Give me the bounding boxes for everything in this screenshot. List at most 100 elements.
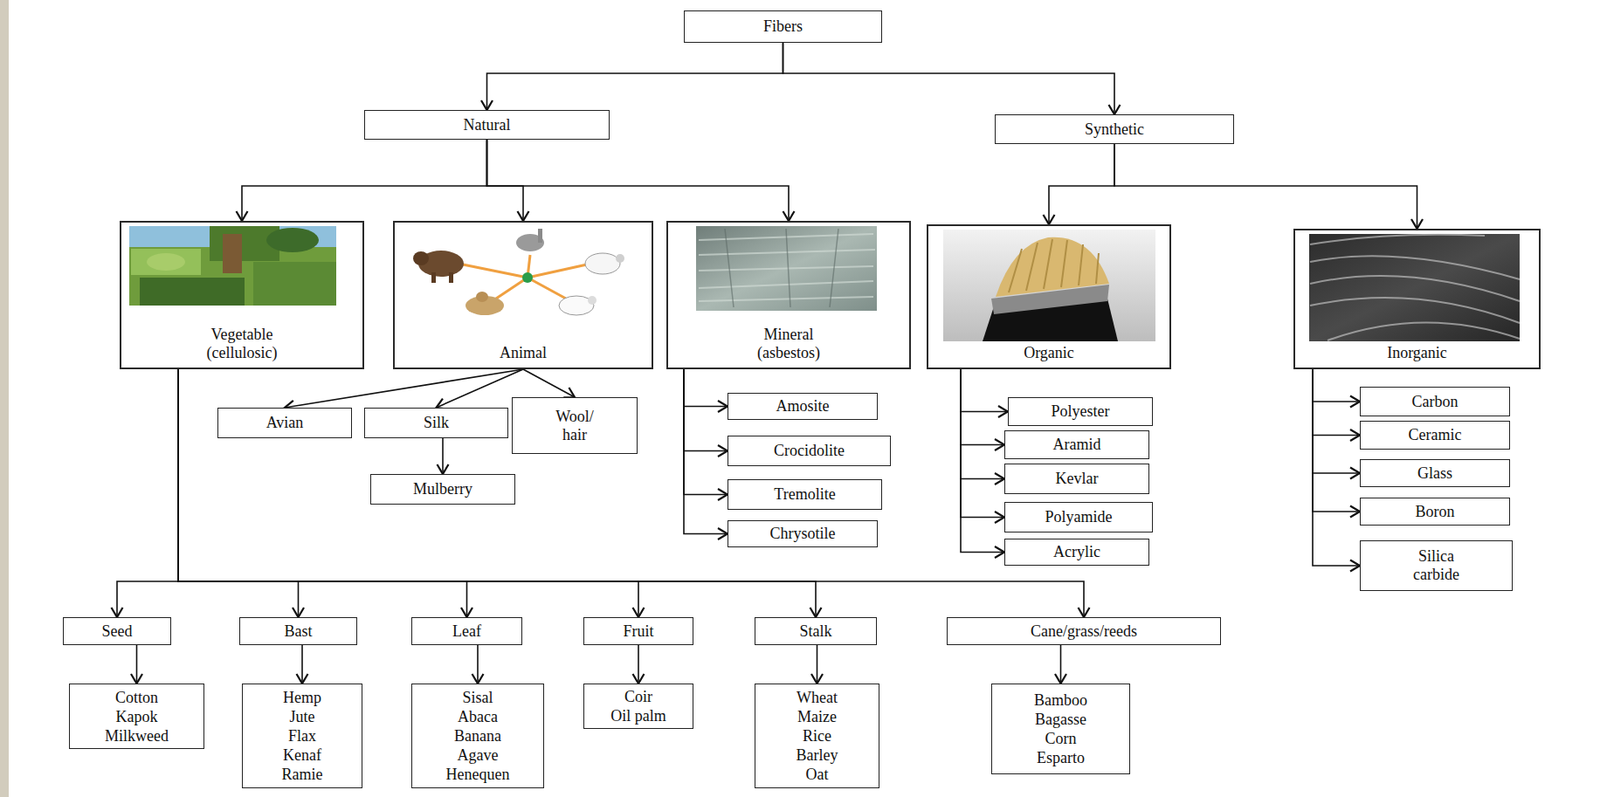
examples-box: WheatMaizeRiceBarleyOat xyxy=(754,683,880,789)
connector-arrow xyxy=(683,369,728,407)
category-label: Mulberry xyxy=(413,480,473,499)
category-label: Glass xyxy=(1417,464,1453,483)
connector-arrow xyxy=(1048,144,1115,225)
category-box: Boron xyxy=(1359,497,1511,526)
connector-arrow xyxy=(241,139,488,221)
connector-arrow xyxy=(523,369,575,398)
connector-arrow xyxy=(783,42,1116,115)
picture-box: Mineral (asbestos) xyxy=(666,220,911,370)
examples-box: BambooBagasseCornEsparto xyxy=(991,683,1131,775)
category-label: Tremolite xyxy=(773,485,835,504)
example-fiber: Bamboo xyxy=(1034,690,1088,711)
category-box: Bast xyxy=(239,617,358,646)
category-box: Avian xyxy=(217,407,352,439)
example-fiber: Milkweed xyxy=(104,726,169,746)
example-fiber: Wheat xyxy=(796,688,838,708)
picture-box: Organic xyxy=(926,224,1172,370)
example-fiber: Bagasse xyxy=(1034,710,1087,730)
category-label: Carbon xyxy=(1412,393,1459,412)
connector-arrow xyxy=(436,369,525,408)
category-box: Silk xyxy=(364,407,509,439)
category-box: Cane/grass/reeds xyxy=(946,617,1221,646)
examples-box: CoirOil palm xyxy=(583,683,694,730)
connector-arrow xyxy=(476,645,479,684)
animal-icons xyxy=(413,228,625,316)
example-fiber: Oil palm xyxy=(610,706,667,726)
category-box: Polyester xyxy=(1007,397,1153,427)
category-box: Synthetic xyxy=(994,114,1235,145)
connector-arrow xyxy=(284,369,524,408)
category-box: Ceramic xyxy=(1359,420,1511,450)
connector-arrow xyxy=(960,369,1005,480)
carbon-fiber-photo xyxy=(1309,234,1520,342)
category-label: Boron xyxy=(1415,503,1456,522)
connector-arrow xyxy=(1312,369,1360,512)
category-label: Polyester xyxy=(1051,402,1111,421)
example-fiber: Henequen xyxy=(446,765,511,785)
slide-edge xyxy=(0,0,9,797)
connector-arrow xyxy=(1312,369,1360,436)
category-box: Glass xyxy=(1359,459,1511,488)
category-box: Tremolite xyxy=(727,479,883,511)
category-label: Avian xyxy=(266,413,304,433)
category-box: Mulberry xyxy=(370,474,516,505)
category-box: Leaf xyxy=(411,617,523,646)
category-box: Aramid xyxy=(1004,430,1150,460)
examples-box: CottonKapokMilkweed xyxy=(68,683,205,750)
category-box: Fibers xyxy=(683,10,883,43)
synthetic-fiber-photo xyxy=(943,229,1156,342)
connector-arrow xyxy=(683,369,728,535)
example-fiber: Oat xyxy=(806,765,829,785)
category-label: Organic xyxy=(1023,344,1075,363)
category-label: Polyamide xyxy=(1045,508,1113,527)
connector-arrow xyxy=(178,369,299,618)
connector-arrow xyxy=(301,645,304,684)
connector-arrow xyxy=(960,369,1005,518)
example-fiber: Corn xyxy=(1045,729,1077,749)
connector-arrow xyxy=(816,645,819,684)
category-label: Stalk xyxy=(799,622,832,642)
example-fiber: Esparto xyxy=(1036,748,1085,768)
category-label: Kevlar xyxy=(1055,469,1099,489)
category-label: Animal xyxy=(499,344,547,363)
connector-arrow xyxy=(487,139,525,221)
category-label: Mineral (asbestos) xyxy=(731,325,846,363)
category-label: Wool/ hair xyxy=(544,407,606,445)
category-box: Chrysotile xyxy=(727,520,878,548)
connector-arrow xyxy=(487,42,784,111)
example-fiber: Kenaf xyxy=(282,745,322,766)
category-box: Wool/ hair xyxy=(511,397,638,455)
asbestos-photo xyxy=(696,226,877,311)
connector-arrow xyxy=(178,369,639,618)
connector-arrow xyxy=(1060,645,1063,684)
connector-arrow xyxy=(683,369,728,452)
connector-arrow xyxy=(1312,369,1360,474)
example-fiber: Barley xyxy=(796,745,839,766)
example-fiber: Hemp xyxy=(282,688,322,708)
connector-arrow xyxy=(117,369,179,618)
category-label: Amosite xyxy=(776,397,830,416)
category-label: Bast xyxy=(283,622,312,642)
example-fiber: Rice xyxy=(802,726,832,746)
category-label: Acrylic xyxy=(1053,543,1101,562)
example-fiber: Banana xyxy=(454,726,502,746)
category-label: Chrysotile xyxy=(770,524,836,544)
connector-arrow xyxy=(178,369,1084,618)
category-label: Fibers xyxy=(763,17,803,36)
example-fiber: Jute xyxy=(289,707,316,727)
category-label: Synthetic xyxy=(1084,120,1145,139)
example-fiber: Kapok xyxy=(116,707,159,727)
category-label: Silica carbide xyxy=(1397,547,1476,585)
connector-arrow xyxy=(178,369,816,618)
connector-arrow xyxy=(487,139,790,221)
category-label: Inorganic xyxy=(1386,344,1448,363)
connector-arrow xyxy=(960,369,1008,413)
category-label: Silk xyxy=(423,413,449,433)
example-fiber: Cotton xyxy=(115,688,159,708)
examples-box: SisalAbacaBananaAgaveHenequen xyxy=(411,683,545,789)
picture-box: Vegetable (cellulosic) xyxy=(119,220,365,370)
category-box: Fruit xyxy=(583,617,694,646)
category-label: Fruit xyxy=(622,622,654,642)
connector-arrow xyxy=(441,438,444,475)
